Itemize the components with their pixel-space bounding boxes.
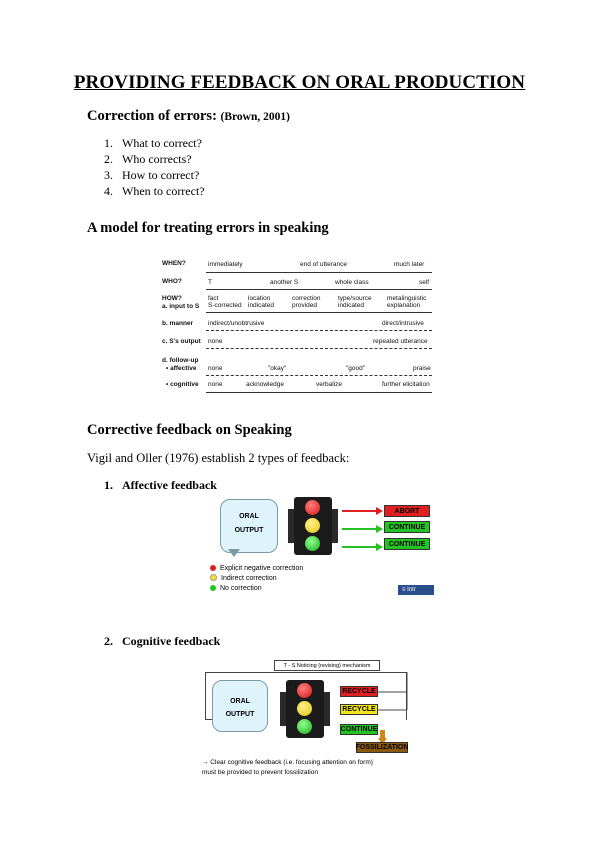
affective-label: • affective [166, 365, 197, 372]
model-arrow-line [206, 375, 432, 376]
model-cell: praise [413, 365, 431, 372]
fossilization-box: FOSSILIZATION [355, 742, 409, 753]
how-label: HOW? [162, 295, 182, 302]
when-label: WHEN? [162, 260, 186, 267]
model-cell: much later [394, 261, 425, 268]
model-arrow-line [206, 330, 432, 331]
list-item: 1.What to correct? [104, 136, 202, 150]
continue-box: CONTINUE [384, 521, 430, 533]
output-label: c. S's output [162, 338, 201, 345]
recycle-box-yellow: RECYCLE [340, 704, 378, 715]
traffic-light-side [332, 509, 338, 543]
oral-output-bubble: ORAL OUTPUT [220, 499, 278, 553]
list-item: 4.When to correct? [104, 184, 205, 198]
continue-box: CONTINUE [340, 724, 378, 735]
model-cell: correction provided [292, 295, 321, 309]
correction-heading-text: Correction of errors: [87, 108, 217, 124]
yellow-dot-icon [210, 574, 217, 581]
input-label: a. input to S [162, 303, 200, 310]
bubble-tail-icon [228, 549, 240, 557]
model-arrow-line [206, 312, 432, 313]
model-cell: immediately [208, 261, 243, 268]
model-cell: type/source indicated [338, 295, 372, 309]
recycle-box-red: RECYCLE [340, 686, 378, 697]
model-cell: whole class [335, 279, 369, 286]
model-cell: verbalize [316, 381, 343, 388]
red-lamp-icon [305, 500, 320, 515]
section-heading-model: A model for treating errors in speaking [87, 220, 329, 236]
model-cell: indirect/unobtrusive [208, 320, 265, 327]
subheading-cognitive: 2.Cognitive feedback [104, 634, 221, 648]
corner-tab: ≡ Intr [398, 585, 434, 595]
subheading-affective: 1.Affective feedback [104, 478, 217, 492]
noticing-mechanism-box: T - S Noticing (revising) mechanism [274, 660, 380, 671]
red-lamp-icon [297, 683, 312, 698]
model-cell: none [208, 365, 223, 372]
model-cell: direct/intrusive [382, 320, 424, 327]
model-cell: further elicitation [382, 381, 430, 388]
cognitive-label: • cognitive [166, 381, 199, 388]
who-label: WHO? [162, 278, 182, 285]
model-cell: acknowledge [246, 381, 284, 388]
continue-box: CONTINUE [384, 538, 430, 550]
affective-feedback-diagram: ORAL OUTPUT ABORT CONTINUE CONTINUE Expl… [208, 497, 434, 597]
followup-label: d. follow-up [162, 357, 199, 364]
yellow-lamp-icon [297, 701, 312, 716]
traffic-light-icon [294, 497, 332, 555]
model-cell: T [208, 279, 212, 286]
yellow-lamp-icon [305, 518, 320, 533]
traffic-light-side [280, 692, 286, 726]
model-arrow-line [206, 272, 432, 273]
cognitive-note: → Clear cognitive feedback (i.e. focusin… [202, 759, 373, 776]
model-cell: none [208, 338, 223, 345]
model-arrow-line [206, 348, 432, 349]
affective-legend: Explicit negative correction Indirect co… [210, 564, 303, 594]
traffic-light-side [288, 509, 294, 543]
section-heading-corrective: Corrective feedback on Speaking [87, 422, 292, 438]
list-item: 2.Who corrects? [104, 152, 192, 166]
model-cell: another S [270, 279, 299, 286]
oral-output-bubble: ORAL OUTPUT [212, 680, 268, 732]
model-cell: end of utterance [300, 261, 347, 268]
section-heading-correction: Correction of errors: (Brown, 2001) [87, 108, 290, 125]
list-item: 3.How to correct? [104, 168, 200, 182]
abort-box: ABORT [384, 505, 430, 517]
green-lamp-icon [297, 719, 312, 734]
model-cell: repeated utterance [373, 338, 428, 345]
model-arrow-line [206, 392, 432, 393]
green-dot-icon [210, 585, 216, 591]
cognitive-feedback-diagram: T - S Noticing (revising) mechanism ORAL… [200, 660, 440, 785]
intro-paragraph: Vigil and Oller (1976) establish 2 types… [87, 451, 350, 465]
model-cell: none [208, 381, 223, 388]
citation: (Brown, 2001) [220, 111, 290, 123]
traffic-light-side [324, 692, 330, 726]
page-title: PROVIDING FEEDBACK ON ORAL PRODUCTION [73, 72, 526, 93]
model-arrow-line [206, 289, 432, 290]
connector-lines-icon [378, 672, 408, 745]
model-cell: "good" [346, 365, 366, 372]
model-cell: self [419, 279, 430, 286]
model-cell: "okay" [268, 365, 287, 372]
red-dot-icon [210, 565, 216, 571]
error-treatment-model: WHEN? immediately end of utterance much … [160, 256, 435, 396]
manner-label: b. manner [162, 320, 194, 327]
arrows-icon [342, 507, 383, 551]
feedback-loop-line [205, 719, 213, 720]
traffic-light-icon [286, 680, 324, 738]
green-lamp-icon [305, 536, 320, 551]
model-cell: location indicated [248, 295, 275, 309]
model-cell: fact S-corrected [208, 295, 242, 309]
correction-list: 1.What to correct? 2.Who corrects? 3.How… [104, 135, 205, 199]
model-cell: metalinguistic explanation [387, 295, 427, 309]
